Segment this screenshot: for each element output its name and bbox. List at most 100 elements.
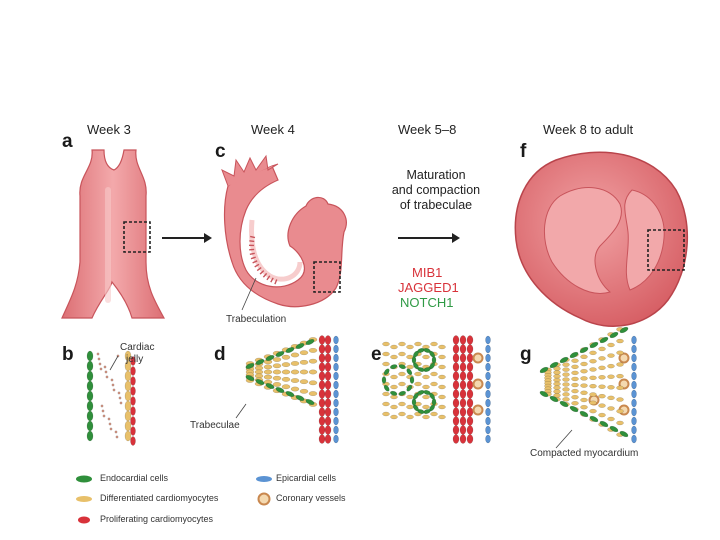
differentiated-cell bbox=[430, 381, 438, 387]
differentiated-cell bbox=[308, 369, 318, 375]
process-line-1: Maturation bbox=[406, 168, 466, 182]
proliferating-cell bbox=[452, 344, 460, 354]
cardiac-jelly-dot bbox=[108, 422, 112, 426]
endocardial-cell bbox=[599, 336, 609, 344]
differentiated-cell bbox=[562, 372, 570, 377]
endocardial-cell bbox=[86, 390, 94, 402]
proliferating-cell bbox=[459, 389, 467, 399]
differentiated-cell bbox=[124, 430, 132, 442]
differentiated-cell bbox=[553, 389, 561, 394]
endocardial-cell bbox=[609, 331, 619, 339]
differentiated-cell bbox=[553, 381, 561, 387]
differentiated-cell bbox=[308, 358, 318, 364]
differentiated-cell bbox=[598, 412, 606, 418]
proliferating-cell bbox=[318, 353, 326, 363]
differentiated-cell bbox=[607, 395, 615, 401]
epicardial-cell bbox=[333, 398, 339, 408]
epicardial-cell bbox=[485, 371, 491, 381]
differentiated-cell bbox=[562, 377, 570, 382]
differentiated-cell bbox=[553, 370, 561, 375]
differentiated-cell bbox=[308, 391, 318, 397]
zoom-box-c bbox=[313, 261, 341, 293]
legend-swatch-differentiated bbox=[76, 496, 92, 502]
endocardial-cell bbox=[383, 368, 390, 376]
differentiated-cell bbox=[290, 352, 300, 358]
differentiated-cell bbox=[414, 341, 422, 347]
proliferating-cell bbox=[324, 335, 332, 345]
endocardial-cell bbox=[569, 351, 579, 359]
differentiated-cell bbox=[390, 404, 398, 410]
differentiated-cell bbox=[580, 376, 588, 381]
differentiated-cell bbox=[390, 384, 398, 390]
zoom-box-a bbox=[123, 221, 151, 253]
differentiated-cell bbox=[398, 371, 406, 377]
heart-tube-illustration bbox=[61, 149, 166, 319]
endocardial-cell bbox=[275, 386, 285, 394]
differentiated-cell bbox=[281, 354, 291, 360]
zoom-box-f bbox=[647, 229, 685, 271]
proliferating-cell bbox=[459, 344, 467, 354]
endocardial-cell bbox=[411, 398, 417, 406]
process-line-2: and compaction bbox=[391, 183, 481, 197]
arrow-a-to-c bbox=[162, 233, 212, 243]
differentiated-cell bbox=[580, 368, 588, 374]
process-line-3: of trabeculae bbox=[399, 198, 473, 212]
proliferating-cell bbox=[459, 425, 467, 435]
compaction-schematic bbox=[381, 335, 491, 444]
trabeculation-tooth bbox=[266, 275, 271, 281]
endocardial-cell bbox=[285, 390, 295, 398]
differentiated-cell bbox=[406, 394, 414, 400]
differentiated-cell bbox=[607, 353, 615, 358]
differentiated-cell bbox=[598, 375, 606, 380]
trabeculae-leader bbox=[235, 403, 247, 419]
differentiated-cell bbox=[290, 386, 300, 392]
differentiated-cell bbox=[299, 388, 309, 394]
differentiated-cell bbox=[438, 384, 446, 390]
gene-notch1: NOTCH1 bbox=[400, 295, 454, 310]
differentiated-cell bbox=[580, 397, 588, 403]
proliferating-cell bbox=[324, 425, 332, 435]
epicardial-cell bbox=[485, 362, 491, 372]
proliferating-cell bbox=[466, 434, 474, 444]
proliferating-cell bbox=[318, 425, 326, 435]
differentiated-cell bbox=[571, 401, 579, 406]
differentiated-cell bbox=[616, 397, 624, 402]
differentiated-cell bbox=[589, 408, 597, 414]
differentiated-cell bbox=[438, 394, 446, 400]
differentiated-cell bbox=[398, 381, 406, 387]
differentiated-cell bbox=[398, 411, 406, 417]
cardiac-jelly-dot bbox=[102, 414, 106, 418]
proliferating-cell bbox=[452, 398, 460, 408]
epicardial-cell bbox=[485, 335, 491, 345]
differentiated-cell bbox=[580, 354, 588, 360]
proliferating-cell bbox=[318, 389, 326, 399]
legend-swatches bbox=[76, 475, 272, 524]
differentiated-cell bbox=[562, 387, 570, 392]
stage-week3: Week 3 bbox=[87, 122, 131, 137]
epicardial-cell bbox=[631, 335, 637, 345]
differentiated-cell bbox=[553, 385, 561, 390]
looping-heart-illustration bbox=[221, 154, 347, 311]
proliferating-cell bbox=[452, 407, 460, 417]
endocardial-cell bbox=[411, 356, 417, 364]
endocardial-cell bbox=[86, 380, 94, 392]
differentiated-cell bbox=[589, 375, 597, 381]
endocardial-cell bbox=[86, 400, 94, 412]
differentiated-cell bbox=[438, 344, 446, 350]
endocardial-cell bbox=[406, 368, 413, 376]
differentiated-cell bbox=[553, 377, 561, 383]
label-cardiac-jelly-2: jelly bbox=[126, 354, 144, 365]
differentiated-cell bbox=[382, 411, 390, 417]
epicardial-cell bbox=[631, 425, 637, 435]
cardiac-jelly-dot bbox=[117, 391, 121, 395]
epicardial-cell bbox=[485, 398, 491, 408]
endocardial-cell bbox=[549, 361, 559, 369]
trabeculation-tooth bbox=[254, 263, 260, 268]
panel-label-e: e bbox=[371, 344, 382, 365]
differentiated-cell bbox=[598, 356, 606, 361]
endocardial-cell bbox=[255, 378, 265, 386]
proliferating-cell bbox=[452, 434, 460, 444]
endocardial-cell bbox=[390, 390, 398, 396]
panel-label-d: d bbox=[214, 344, 226, 365]
gene-mib1: MIB1 bbox=[412, 265, 443, 280]
